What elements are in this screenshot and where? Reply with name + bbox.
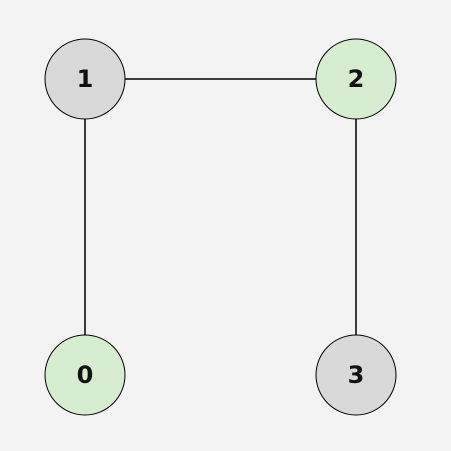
node-label-0: 0 [77,361,94,389]
node-circle-0 [44,334,126,416]
node-circle-1 [44,38,126,120]
node-1: 1 [44,38,126,120]
node-3: 3 [315,334,397,416]
node-0: 0 [44,334,126,416]
node-2: 2 [315,38,397,120]
node-circle-3 [315,334,397,416]
node-circle-2 [315,38,397,120]
edges-layer [84,78,357,335]
nodes-layer: 0 1 2 3 [44,38,397,416]
node-label-1: 1 [77,65,94,93]
node-label-3: 3 [348,361,365,389]
node-label-2: 2 [348,65,365,93]
